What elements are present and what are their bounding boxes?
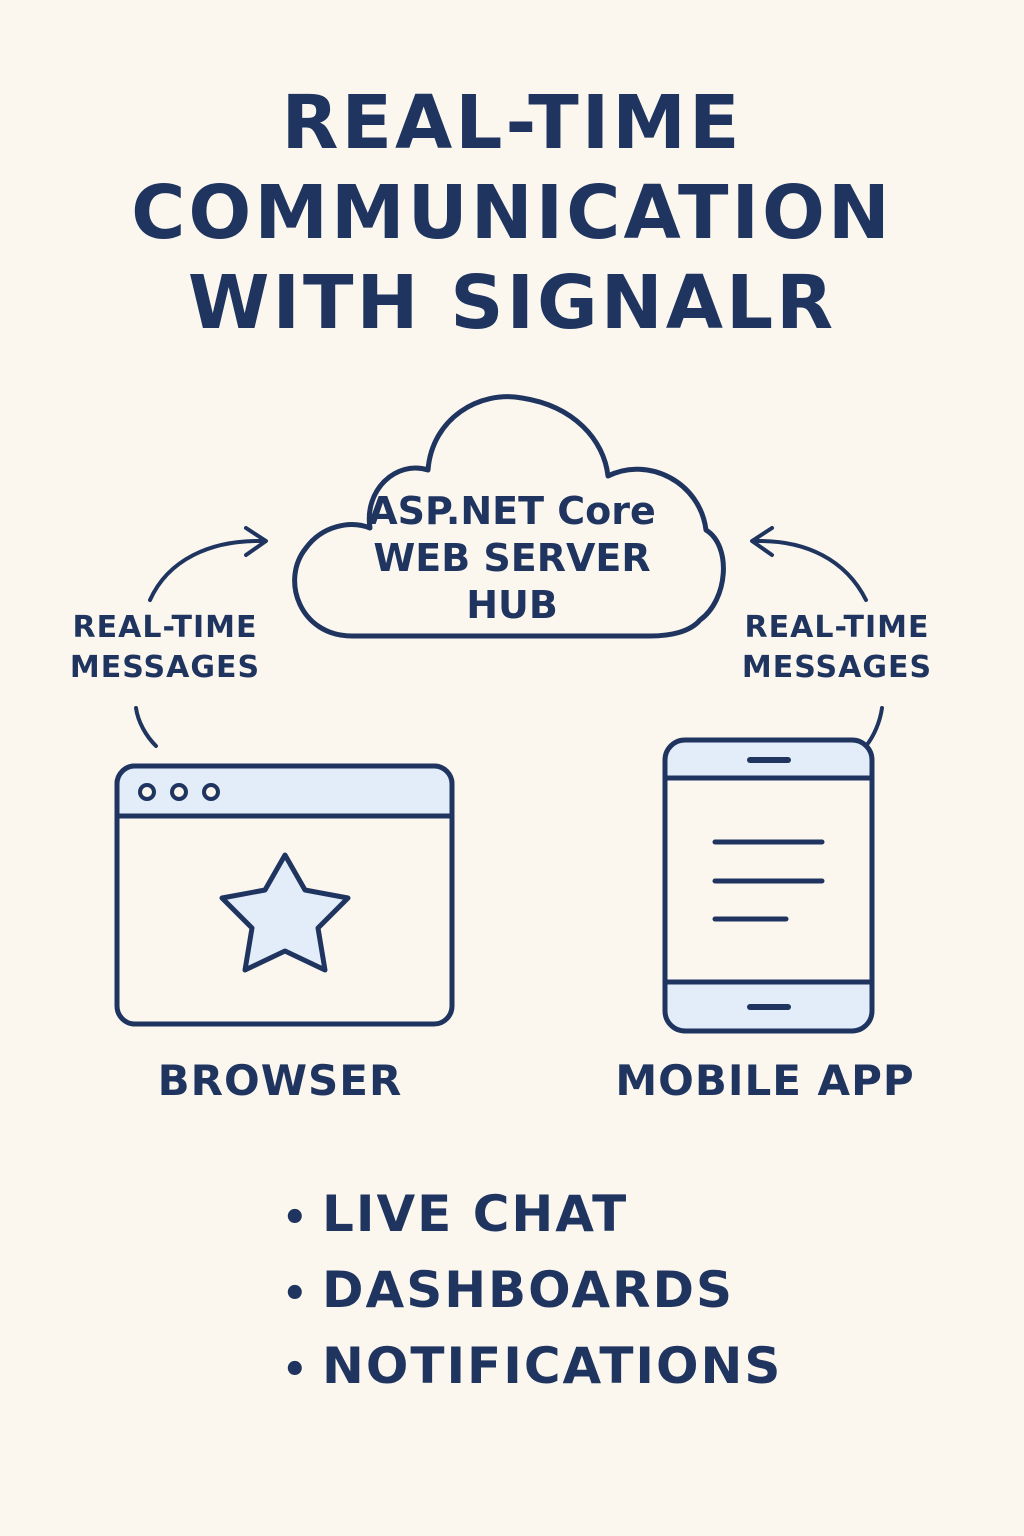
title-line-2: COMMUNICATION [131, 170, 893, 256]
mobile-phone-icon [662, 737, 875, 1034]
hub-label-line-1: ASP.NET Core [368, 489, 656, 533]
bullet-icon: • [282, 1347, 310, 1393]
hub-label: ASP.NET Core WEB SERVER HUB [312, 488, 712, 629]
star-icon [219, 852, 351, 973]
page-title: REAL-TIME COMMUNICATION WITH SIGNALR [0, 78, 1024, 348]
hub-label-line-3: HUB [466, 583, 558, 627]
hub-label-line-2: WEB SERVER [373, 536, 651, 580]
feature-text: LIVE CHAT [322, 1185, 629, 1243]
arrow-left-to-hub [134, 526, 268, 748]
list-item: • NOTIFICATIONS [282, 1330, 782, 1406]
window-dot-icon [138, 783, 156, 801]
title-line-1: REAL-TIME [281, 80, 743, 166]
browser-window-icon [114, 763, 455, 1027]
window-dot-icon [170, 783, 188, 801]
mobile-app-label: MOBILE APP [615, 1056, 915, 1105]
arrow-right-to-hub [750, 526, 884, 748]
feature-text: DASHBOARDS [322, 1261, 735, 1319]
bullet-icon: • [282, 1195, 310, 1241]
window-dot-icon [202, 783, 220, 801]
edge-label-right-line-2: MESSAGES [741, 650, 933, 685]
edge-label-left-line-2: MESSAGES [69, 650, 261, 685]
edge-label-right-line-1: REAL-TIME [744, 610, 930, 645]
browser-label: BROWSER [157, 1056, 403, 1105]
cloud-icon [292, 394, 726, 639]
title-line-3: WITH SIGNALR [187, 260, 837, 346]
list-item: • DASHBOARDS [282, 1254, 782, 1330]
edge-label-left: REAL-TIME MESSAGES [40, 608, 290, 688]
list-item: • LIVE CHAT [282, 1178, 782, 1254]
feature-list: • LIVE CHAT • DASHBOARDS • NOTIFICATIONS [282, 1178, 782, 1406]
feature-text: NOTIFICATIONS [322, 1337, 783, 1395]
bullet-icon: • [282, 1271, 310, 1317]
edge-label-left-line-1: REAL-TIME [72, 610, 258, 645]
edge-label-right: REAL-TIME MESSAGES [712, 608, 962, 688]
